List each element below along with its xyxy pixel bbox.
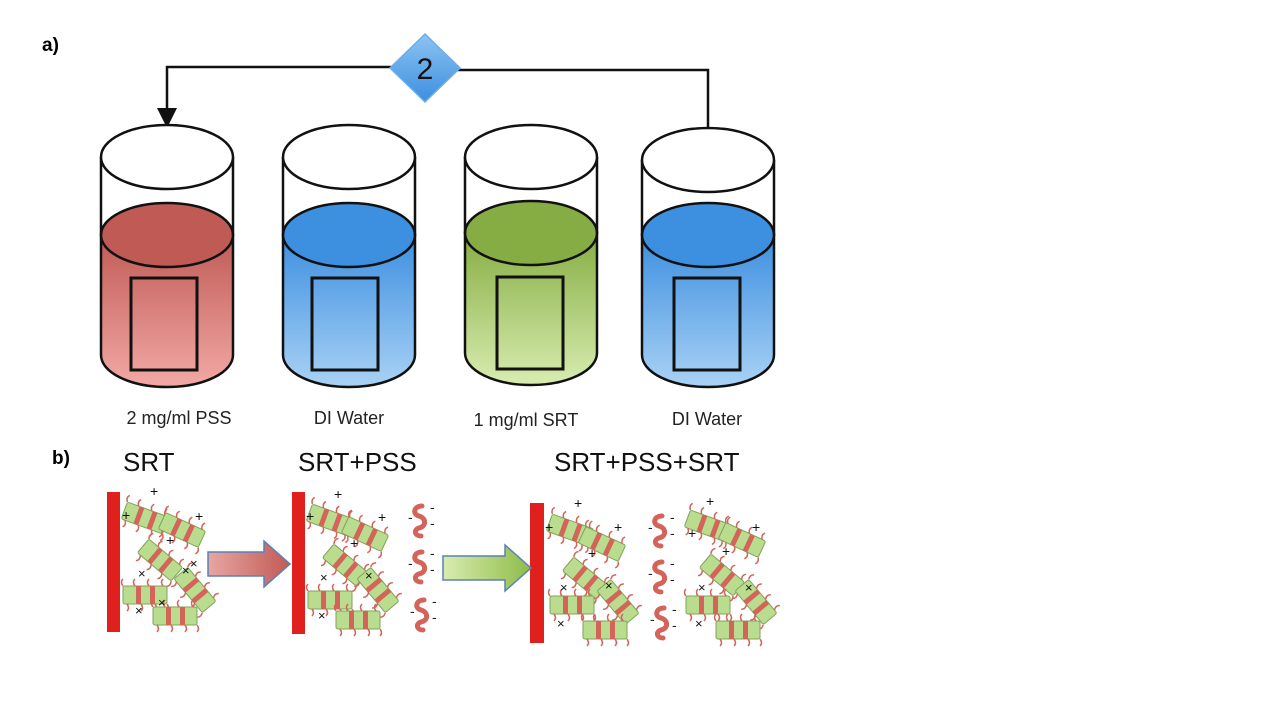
svg-text:+: + [334,486,342,502]
pss-layer-stage-3 [648,509,677,638]
beaker-water-2 [640,126,776,389]
stage-label-srt-pss-srt: SRT+PSS+SRT [554,447,740,477]
svg-text:+: + [122,507,130,523]
substrate-slide [310,276,380,372]
srt-layer-stage-2: + + + + × × × [301,486,407,637]
svg-text:+: + [722,543,730,559]
svg-text:×: × [560,580,568,595]
svg-text:×: × [320,570,328,585]
svg-text:×: × [605,578,613,593]
beaker-label-2: DI Water [313,408,385,428]
beaker-label-1: 2 mg/ml PSS [126,408,232,428]
svg-text:+: + [166,532,174,548]
svg-text:+: + [195,508,203,524]
beaker-label-4: DI Water [671,409,743,429]
stage-label-srt-pss: SRT+PSS [298,447,417,477]
svg-text:+: + [588,545,596,561]
svg-text:+: + [378,509,386,525]
stage-label-srt: SRT [123,447,175,477]
svg-text:×: × [365,568,373,583]
cycle-diamond [388,32,462,104]
svg-text:×: × [318,608,326,623]
svg-text:+: + [688,525,696,541]
svg-text:×: × [158,595,166,610]
arrow-step-1 [207,539,292,589]
cycle-line-left [157,65,393,128]
svg-text:×: × [135,603,143,618]
srt-layer-stage-3-inner: + + + + × × × [541,495,647,647]
svg-text:×: × [557,616,565,631]
svg-text:+: + [614,519,622,535]
svg-text:×: × [695,616,703,631]
substrate-slide [129,276,199,372]
beaker-water-1 [281,123,417,389]
substrate-slide [672,276,742,372]
svg-text:×: × [182,563,190,578]
panel-b-label: b) [52,448,70,469]
srt-layer-stage-3-outer: + + + + × × × [679,493,785,647]
svg-text:+: + [752,519,760,535]
substrate-2 [292,492,305,634]
svg-text:+: + [306,508,314,524]
svg-text:+: + [350,535,358,551]
cycle-line-right [456,68,710,128]
svg-text:+: + [150,483,158,499]
svg-text:+: + [545,519,553,535]
svg-text:×: × [698,580,706,595]
beaker-label-3: 1 mg/ml SRT [473,410,579,430]
pss-layer-stage-2 [408,499,437,630]
svg-text:×: × [745,580,753,595]
srt-layer-stage-1: + + + + × × × × × [116,483,224,633]
beaker-pss [99,123,235,389]
svg-text:×: × [190,556,198,571]
panel-a-label: a) [42,35,59,56]
svg-text:+: + [574,495,582,511]
substrate-slide [495,275,565,371]
substrate-3 [530,503,544,643]
svg-text:×: × [138,566,146,581]
beaker-srt [463,123,599,387]
substrate-1 [107,492,120,632]
arrow-step-2 [442,543,533,593]
svg-text:+: + [706,493,714,509]
cycle-count: 2 [417,53,434,86]
